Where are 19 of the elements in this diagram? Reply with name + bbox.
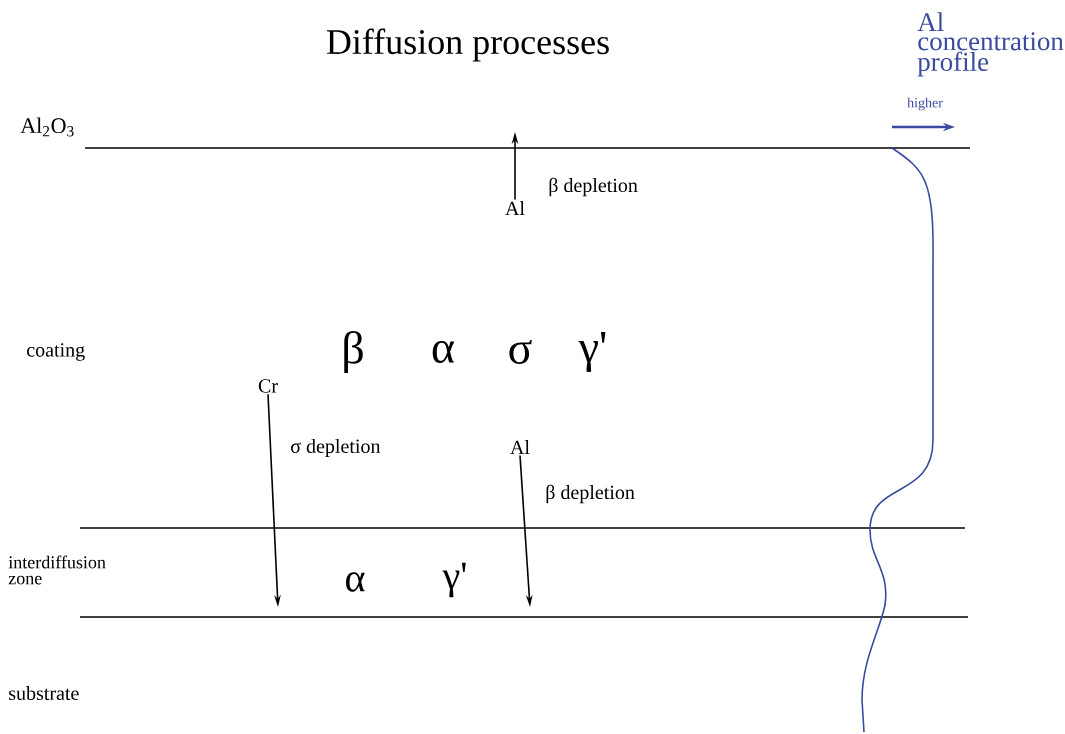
depletion-label: β depletion <box>549 177 638 197</box>
depletion-label: β depletion <box>546 484 635 504</box>
phase-symbol: γ' <box>442 562 466 598</box>
phase-symbol: σ <box>509 340 532 364</box>
direction-label: higher <box>907 97 943 111</box>
layer-label: substrate <box>9 685 79 700</box>
profile-title: Al concentration profile <box>917 12 1064 77</box>
element-label: Al <box>510 440 530 454</box>
phase-symbol: γ' <box>578 332 606 372</box>
layer-label: Al$_{2}$O$_{3}$ <box>20 117 74 137</box>
phase-symbol: α <box>432 340 454 364</box>
phase-symbol: α <box>346 572 365 592</box>
title: Diffusion processes <box>326 28 609 62</box>
element-label: Cr <box>258 379 278 393</box>
phase-symbol: β <box>344 330 363 374</box>
element-label: Al <box>505 201 525 215</box>
layer-label: interdiffusion zone <box>8 555 106 585</box>
layer-label: coating <box>27 343 85 361</box>
depletion-label: σ depletion <box>291 438 381 458</box>
